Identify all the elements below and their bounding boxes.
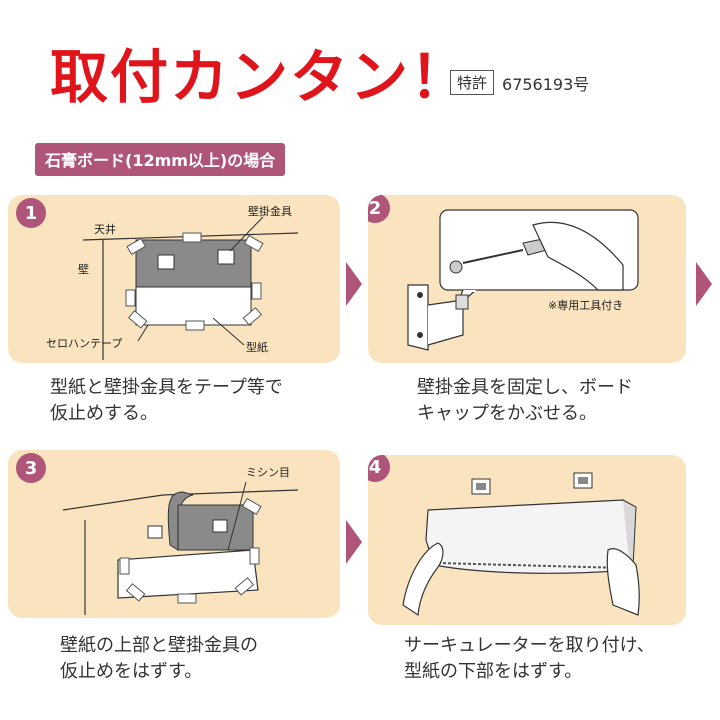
step-arrow-2 [696, 262, 712, 306]
page-title: 取付カンタン！ [50, 43, 471, 111]
step-4-panel: 4 [368, 455, 686, 625]
patent-label: 特許 [450, 70, 495, 95]
step-1-caption: 型紙と壁掛金具をテープ等で 仮止めする。 [50, 375, 283, 427]
step-1-number: 1 [16, 198, 46, 228]
step-arrow-1 [346, 262, 362, 306]
label-ceiling: 天井 [94, 222, 116, 236]
step-4-caption: サーキュレーターを取り付け、 型紙の下部をはずす。 [404, 633, 655, 685]
step-2-caption: 壁掛金具を固定し、ボード キャップをかぶせる。 [417, 375, 633, 427]
step-4-number: 4 [368, 455, 390, 482]
step-2-illustration: ※専用工具付き [407, 209, 639, 351]
patent-info: 特許 6756193号 [450, 70, 589, 95]
step-2-caption-line-2: キャップをかぶせる。 [417, 403, 597, 424]
step-2-number: 2 [368, 195, 390, 223]
step-4-illustration [402, 472, 640, 617]
step-1-caption-line-1: 型紙と壁掛金具をテープ等で [50, 377, 283, 398]
patent-number: 6756193号 [502, 74, 590, 94]
label-bracket: 壁掛金具 [248, 204, 292, 218]
board-condition-label: 石膏ボード(12mm以上)の場合 [35, 143, 286, 176]
label-perforation: ミシン目 [246, 466, 290, 479]
label-tape: セロハンテープ [46, 337, 122, 350]
step-3-panel: ミシン目 3 [8, 450, 340, 618]
step-1-panel: 天井 壁 壁掛金具 セロハンテープ 型紙 1 [8, 195, 340, 363]
step-3-caption-line-1: 壁紙の上部と壁掛金具の [60, 635, 258, 656]
step-3-illustration: ミシン目 [62, 466, 299, 615]
step-3-caption-line-2: 仮止めをはずす。 [60, 661, 203, 682]
step-2-caption-line-1: 壁掛金具を固定し、ボード [417, 377, 633, 398]
step-1-illustration: 天井 壁 壁掛金具 セロハンテープ 型紙 [46, 204, 299, 360]
step-2-panel: ※専用工具付き 2 [368, 195, 686, 363]
label-tool-note: ※専用工具付き [548, 299, 623, 312]
step-4-caption-line-1: サーキュレーターを取り付け、 [404, 635, 655, 656]
step-1-caption-line-2: 仮止めする。 [50, 403, 158, 424]
step-3-number: 3 [16, 453, 46, 483]
step-3-caption: 壁紙の上部と壁掛金具の 仮止めをはずす。 [60, 633, 258, 685]
label-wall: 壁 [78, 262, 89, 276]
label-template: 型紙 [246, 340, 268, 354]
step-4-caption-line-2: 型紙の下部をはずす。 [404, 661, 583, 682]
step-arrow-3 [346, 520, 362, 564]
